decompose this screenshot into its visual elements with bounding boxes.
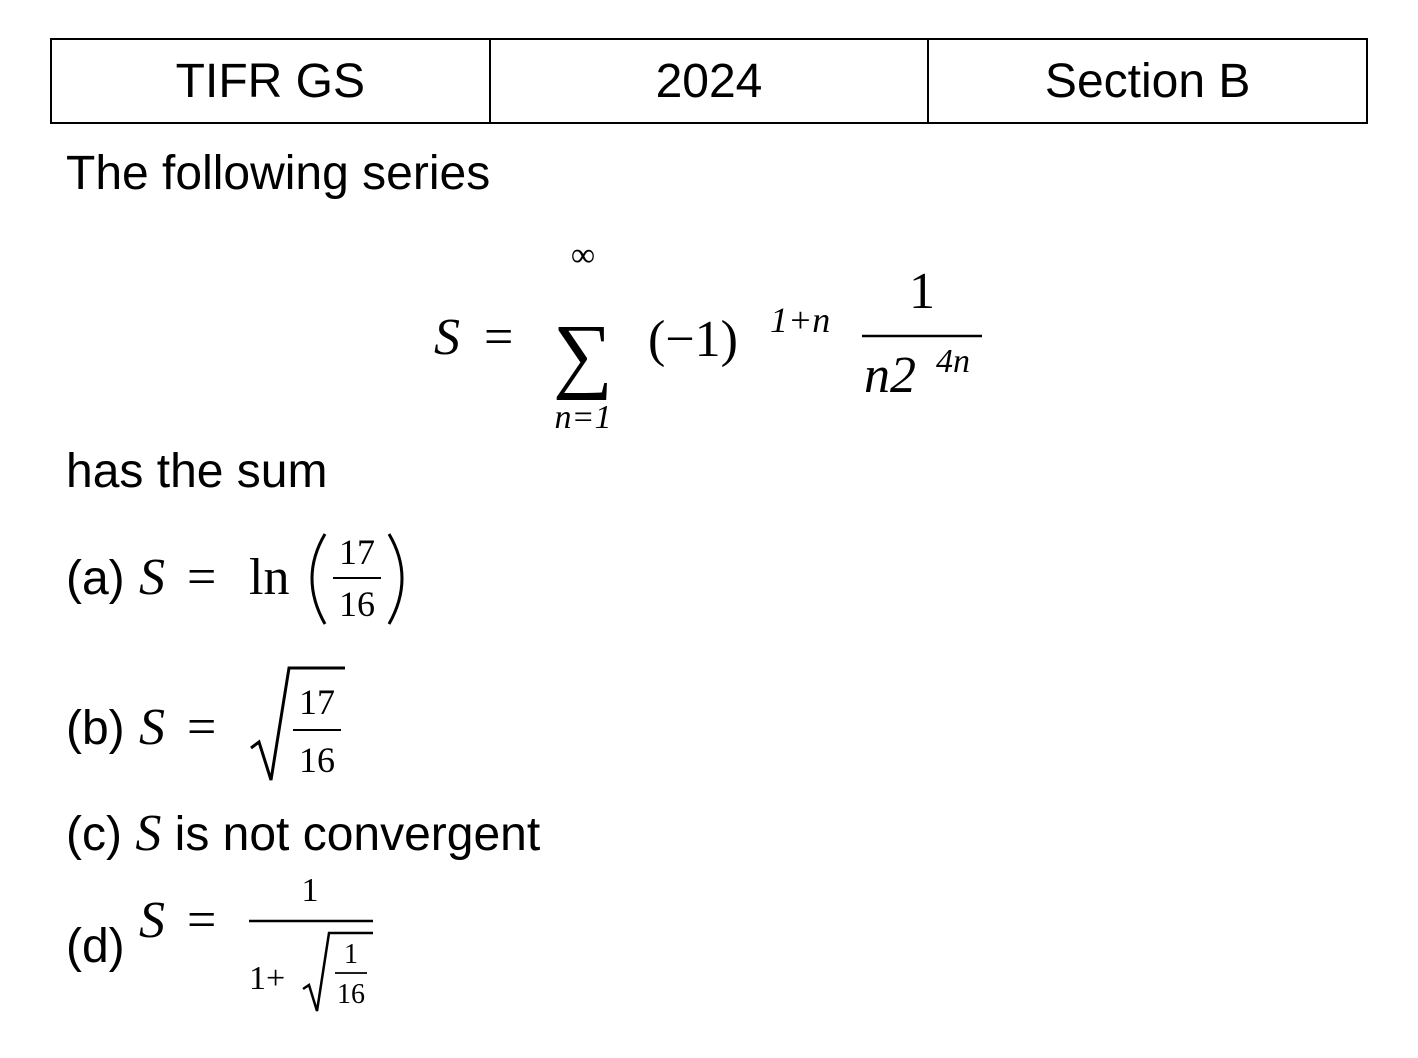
formula-denominator-base: n2 <box>864 347 916 404</box>
formula-lower-limit: n=1 <box>555 399 612 436</box>
formula-lhs: S <box>434 309 460 366</box>
option-a-fn: ln <box>249 549 289 606</box>
header-cell-year: 2024 <box>488 38 930 124</box>
option-a: (a) S = ln 17 16 <box>66 518 439 638</box>
option-b-num: 17 <box>299 682 335 722</box>
option-b-label: (b) <box>66 701 125 755</box>
option-b: (b) S = 17 16 <box>66 666 369 788</box>
option-d-math: S = 1 1+ 1 16 <box>139 872 373 1012</box>
formula-exponent: 1+n <box>770 300 830 340</box>
option-d: (d) S = 1 1+ 1 16 <box>66 872 389 1012</box>
option-a-den: 16 <box>339 584 375 624</box>
formula-equals: = <box>484 309 513 366</box>
option-a-left-paren <box>310 533 326 625</box>
option-a-eq: = <box>187 549 216 606</box>
option-d-label: (d) <box>66 919 125 973</box>
formula-upper-limit: ∞ <box>571 237 595 274</box>
option-a-label: (a) <box>66 551 125 605</box>
option-a-num: 17 <box>339 532 375 572</box>
option-d-num: 1 <box>301 872 318 909</box>
option-d-inner-num: 1 <box>344 939 358 970</box>
formula-base: (−1) <box>648 311 738 368</box>
option-d-var: S <box>139 892 165 949</box>
option-b-sqrt-icon <box>249 666 345 781</box>
header-table: TIFR GS 2024 Section B <box>50 38 1368 124</box>
option-c: (c) S is not convergent <box>66 808 540 860</box>
option-b-den: 16 <box>299 740 335 780</box>
option-d-inner-den: 16 <box>337 979 365 1010</box>
option-a-right-paren <box>387 533 404 625</box>
option-b-var: S <box>139 699 165 756</box>
header-row: TIFR GS 2024 Section B <box>50 38 1368 124</box>
option-b-math: S = 17 16 <box>139 666 345 781</box>
option-c-label: (c) <box>66 808 122 861</box>
option-c-text: is not convergent <box>174 808 541 861</box>
option-a-var: S <box>139 549 165 606</box>
formula-numerator: 1 <box>909 263 935 320</box>
formula-denominator-exponent: 4n <box>936 343 970 380</box>
question-outro: has the sum <box>66 445 328 498</box>
header-cell-section: Section B <box>927 38 1368 124</box>
series-formula: S = ∞ ∑ n=1 (−1) 1+n 1 n2 4n <box>434 237 982 436</box>
option-d-sqrt-icon <box>301 931 373 1012</box>
question-intro: The following series <box>66 147 491 200</box>
formula-sum-symbol: ∑ <box>553 308 613 401</box>
option-a-math: S = ln 17 16 <box>139 532 404 625</box>
option-d-eq: = <box>187 892 216 949</box>
option-d-den-prefix: 1+ <box>249 960 285 997</box>
option-b-eq: = <box>187 699 216 756</box>
header-cell-exam: TIFR GS <box>50 38 491 124</box>
option-c-var: S <box>135 805 162 862</box>
